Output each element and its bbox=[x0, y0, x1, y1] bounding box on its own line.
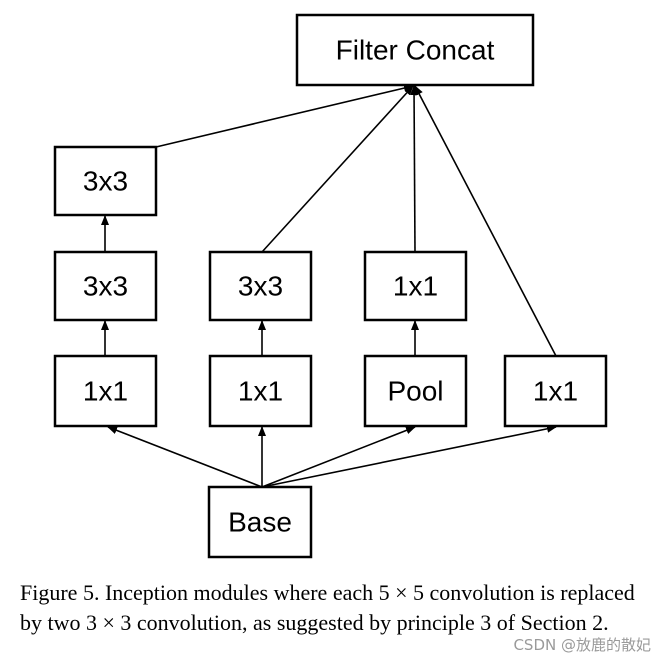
node-label: 3x3 bbox=[83, 166, 128, 197]
node-box bbox=[363, 250, 468, 322]
node-b2: 3x3 bbox=[208, 250, 313, 322]
node-label: Base bbox=[228, 507, 292, 538]
edge-base-to-a1 bbox=[107, 426, 263, 488]
node-label: 1x1 bbox=[238, 376, 283, 407]
node-box bbox=[53, 145, 158, 217]
edge-a3-to-concat bbox=[155, 84, 414, 148]
node-label: 1x1 bbox=[83, 376, 128, 407]
node-box bbox=[53, 250, 158, 322]
node-label: 3x3 bbox=[83, 271, 128, 302]
edge-b2-to-concat bbox=[261, 85, 414, 253]
node-label: Filter Concat bbox=[336, 35, 495, 66]
node-b1: 1x1 bbox=[208, 354, 313, 428]
node-label: Pool bbox=[387, 376, 443, 407]
node-a1: 1x1 bbox=[53, 354, 158, 428]
node-box bbox=[208, 354, 313, 428]
node-d1: 1x1 bbox=[503, 354, 608, 428]
node-base: Base bbox=[207, 485, 313, 559]
node-box bbox=[503, 354, 608, 428]
node-c1: Pool bbox=[363, 354, 468, 428]
node-a3: 3x3 bbox=[53, 145, 158, 217]
node-label: 3x3 bbox=[238, 271, 283, 302]
node-box bbox=[53, 354, 158, 428]
node-box bbox=[295, 13, 535, 87]
edge-base-to-d1 bbox=[261, 424, 557, 488]
node-label: 1x1 bbox=[533, 376, 578, 407]
edges bbox=[101, 84, 557, 488]
node-box bbox=[208, 250, 313, 322]
node-box bbox=[363, 354, 468, 428]
node-box bbox=[207, 485, 313, 559]
node-concat: Filter Concat bbox=[295, 13, 535, 87]
node-label: 1x1 bbox=[393, 271, 438, 302]
watermark: CSDN @放鹿的散妃 bbox=[513, 636, 651, 654]
node-c2: 1x1 bbox=[363, 250, 468, 322]
edge-c2-to-concat bbox=[410, 85, 419, 253]
figure-caption: Figure 5. Inception modules where each 5… bbox=[20, 580, 635, 635]
edge-d1-to-concat bbox=[414, 85, 557, 357]
edge-base-to-c1 bbox=[261, 426, 416, 488]
node-a2: 3x3 bbox=[53, 250, 158, 322]
